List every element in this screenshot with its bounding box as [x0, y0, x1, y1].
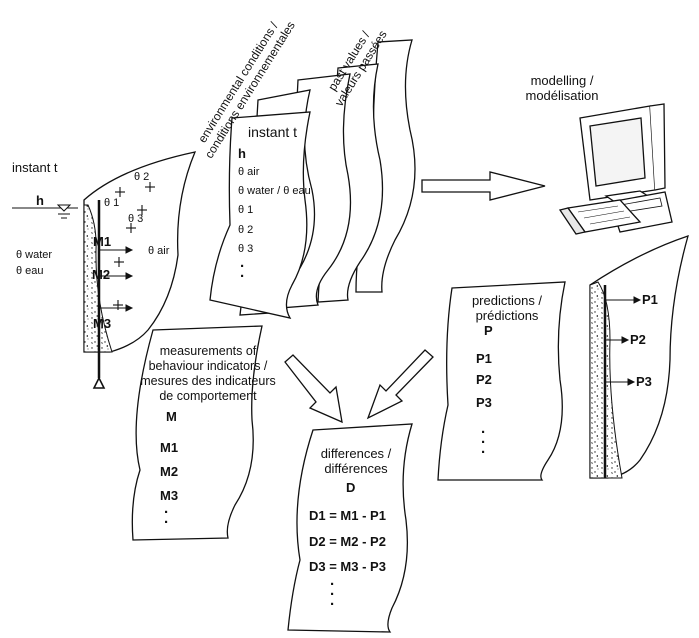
temperature-sensor-crosses — [113, 182, 155, 310]
measurement-arrows-right — [605, 296, 642, 386]
measurements-line-1: measurements of — [159, 344, 257, 358]
modelling-line-1: modelling / — [530, 73, 594, 88]
measurements-symbol: M — [166, 409, 177, 424]
measurement-row-m3: M3 — [160, 488, 179, 503]
predictions-title: predictions / prédictions — [452, 293, 562, 323]
m1-label: M1 — [93, 234, 112, 249]
prediction-row-p1: P1 — [476, 351, 492, 366]
stack-row-theta2: θ 2 — [238, 224, 254, 236]
prediction-row-p2: P2 — [476, 372, 492, 387]
right-dam-cross-section — [589, 234, 689, 479]
theta-water-label: θ water — [16, 249, 53, 261]
left-instant-label: instant t — [12, 160, 58, 175]
difference-row-d2: D2 = M2 - P2 — [309, 534, 386, 549]
difference-row-d1: D1 = M1 - P1 — [309, 508, 386, 523]
theta-eau-label: θ eau — [16, 265, 44, 277]
arrow-predictions-to-differences — [366, 349, 434, 420]
left-dam-cross-section — [83, 151, 197, 389]
arrow-measurements-to-differences — [284, 354, 343, 424]
computer-icon — [558, 103, 673, 235]
m3-label: M3 — [93, 316, 112, 331]
measurements-line-4: de comportement — [159, 389, 257, 403]
arrow-to-model — [421, 171, 546, 201]
predictions-line-1: predictions / — [471, 293, 543, 308]
differences-continuation-dots: · · · — [330, 576, 335, 613]
stack-row-h: h — [238, 146, 246, 161]
measurements-continuation-dots: · · — [164, 504, 169, 531]
measurements-title: measurements of behaviour indicators / m… — [128, 344, 288, 404]
differences-title: differences / différences — [306, 446, 406, 476]
p1-label: P1 — [642, 292, 658, 307]
measurements-line-3: mesures des indicateurs — [140, 374, 276, 388]
stack-row-theta-water: θ water / θ eau — [238, 185, 311, 197]
stack-row-theta1: θ 1 — [238, 204, 254, 216]
modelling-line-2: modélisation — [525, 88, 599, 103]
measurement-row-m1: M1 — [160, 440, 179, 455]
predictions-symbol: P — [484, 323, 493, 338]
modelling-label: modelling / modélisation — [507, 73, 617, 103]
differences-sheet — [287, 423, 413, 633]
stack-continuation-dots: · · — [240, 258, 245, 285]
stack-row-theta-air: θ air — [238, 166, 260, 178]
difference-row-d3: D3 = M3 - P3 — [309, 559, 386, 574]
predictions-line-2: prédictions — [475, 308, 539, 323]
measurements-sheet — [131, 325, 263, 541]
differences-line-1: differences / — [320, 446, 392, 461]
p3-label: P3 — [636, 374, 652, 389]
predictions-continuation-dots: · · · — [481, 424, 486, 461]
front-sheet-title: instant t — [248, 124, 298, 140]
measurement-arrows-left — [99, 246, 134, 312]
p2-label: P2 — [630, 332, 646, 347]
stack-row-theta3: θ 3 — [238, 243, 254, 255]
predictions-sheet — [437, 281, 566, 481]
m2-label: M2 — [92, 267, 111, 282]
differences-symbol: D — [346, 480, 356, 495]
differences-line-2: différences — [324, 461, 388, 476]
theta3-label: θ 3 — [128, 213, 144, 225]
measurement-row-m2: M2 — [160, 464, 179, 479]
prediction-row-p3: P3 — [476, 395, 492, 410]
stacked-sheets — [209, 39, 416, 319]
theta-air-label: θ air — [148, 245, 170, 257]
water-level-indicator — [12, 204, 78, 219]
water-height-label: h — [36, 193, 44, 208]
theta2-label: θ 2 — [134, 171, 150, 183]
theta1-label: θ 1 — [104, 197, 120, 209]
measurements-line-2: behaviour indicators / — [148, 359, 268, 373]
